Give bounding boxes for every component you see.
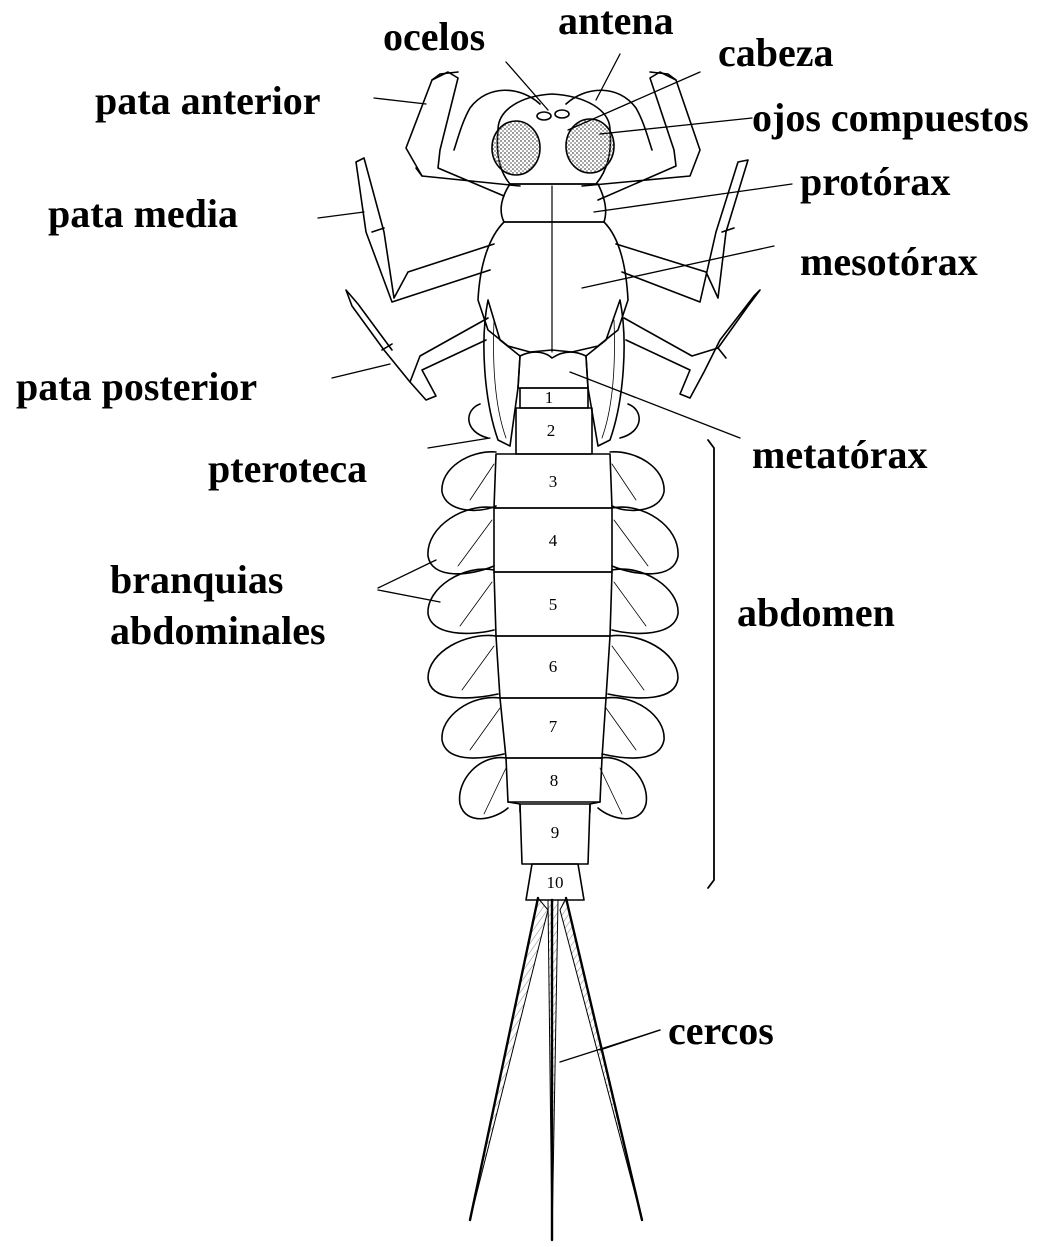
label-pata-anterior: pata anterior	[95, 80, 321, 122]
cerci	[470, 898, 642, 1240]
label-pata-posterior: pata posterior	[16, 366, 257, 408]
label-abdominales: abdominales	[110, 610, 326, 652]
segment-numbers: 1 2 3 4 5 6 7 8 9 10	[545, 388, 564, 892]
ocellus-left	[537, 112, 551, 120]
gills-right	[598, 452, 678, 819]
segment-number: 10	[547, 873, 564, 892]
label-branquias: branquias	[110, 559, 283, 601]
label-abdomen: abdomen	[737, 592, 895, 634]
segment-number: 9	[551, 823, 560, 842]
segment-number: 6	[549, 657, 558, 676]
prothorax	[501, 184, 605, 222]
mesothorax	[478, 222, 628, 352]
label-mesotorax: mesotórax	[800, 241, 978, 283]
label-pata-media: pata media	[48, 193, 238, 235]
label-metatorax: metatórax	[752, 434, 927, 476]
label-ojos-compuestos: ojos compuestos	[752, 97, 1029, 139]
segment-number: 7	[549, 717, 558, 736]
hind-leg-left	[346, 290, 488, 400]
ocellus-right	[555, 110, 569, 118]
segment-number: 8	[550, 771, 559, 790]
label-antena: antena	[558, 0, 674, 42]
label-pteroteca: pteroteca	[208, 448, 367, 490]
segment-number: 3	[549, 472, 558, 491]
segment-number: 4	[549, 531, 558, 550]
compound-eye-left	[492, 121, 540, 175]
segment-number: 1	[545, 388, 554, 407]
segment-number: 5	[549, 595, 558, 614]
middle-leg-left	[356, 158, 494, 302]
gills-left	[428, 452, 508, 819]
segment-number: 2	[547, 421, 556, 440]
label-cabeza: cabeza	[718, 32, 834, 74]
metathorax	[518, 352, 588, 388]
label-ocelos: ocelos	[383, 16, 485, 58]
label-protorax: protórax	[800, 161, 950, 203]
label-cercos: cercos	[668, 1010, 774, 1052]
hind-leg-right	[624, 290, 760, 398]
abdomen-bracket	[708, 440, 714, 888]
